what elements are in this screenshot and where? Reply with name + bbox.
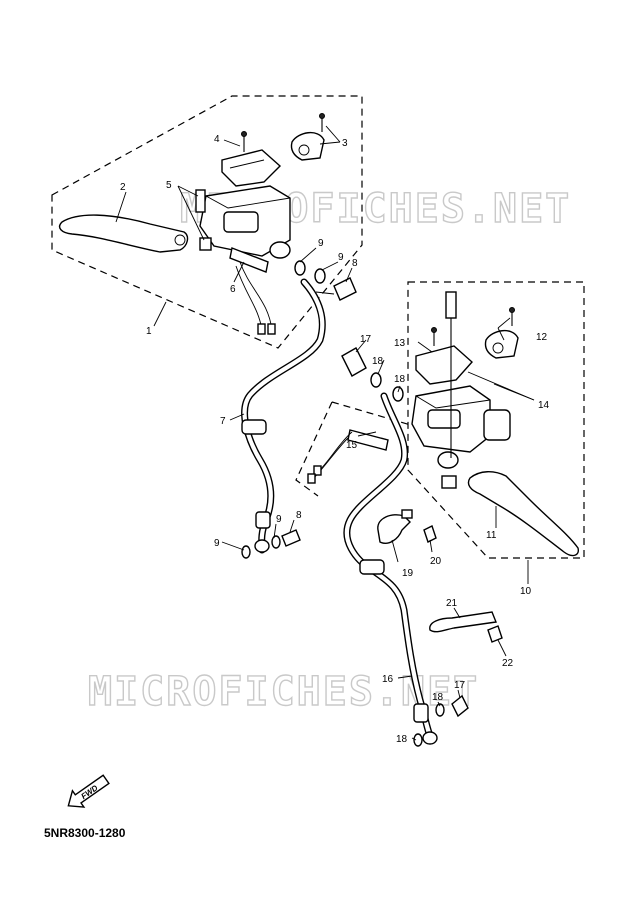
- callout-17a: 17: [360, 334, 372, 345]
- brake-lever-left: [58, 214, 189, 253]
- callout-15: 15: [346, 440, 358, 451]
- reservoir-cap-upper: [221, 149, 282, 187]
- callout-9c: 9: [214, 538, 220, 549]
- nut-5-lower: [199, 237, 212, 251]
- clamp-mount-right: [483, 409, 511, 441]
- callout-5: 5: [166, 180, 172, 191]
- fwd-arrow-icon: FWD: [67, 774, 110, 808]
- washer-9-lower-a: [241, 545, 251, 559]
- lever-pivot: [174, 234, 186, 246]
- callout-9d: 9: [276, 514, 282, 525]
- union-bolt-17-upper: [341, 347, 367, 377]
- callout-18b: 18: [394, 374, 406, 385]
- cap-screw-4: [241, 131, 247, 137]
- leader-lines: [115, 125, 535, 741]
- assembly-1-boundary: [51, 95, 363, 349]
- callout-6: 6: [230, 284, 236, 295]
- callout-18d: 18: [396, 734, 408, 745]
- callout-17b: 17: [454, 680, 466, 691]
- pivot-bolt-right: [445, 291, 457, 319]
- cylinder-outlet: [269, 241, 291, 259]
- union-bolt-17-lower: [451, 694, 469, 718]
- hose-7-banjo-lower: [254, 539, 270, 553]
- hose-16-banjo: [422, 731, 438, 745]
- callout-2: 2: [120, 182, 126, 193]
- callout-8b: 8: [296, 510, 302, 521]
- bolt-20: [423, 525, 437, 543]
- callout-20: 20: [430, 556, 442, 567]
- callout-12: 12: [536, 332, 548, 343]
- hose-guide-21: [429, 611, 497, 633]
- washer-18-lower-b: [435, 703, 445, 717]
- callout-9b: 9: [338, 252, 344, 263]
- washer-18-lower-a: [413, 733, 423, 747]
- diagram-code: 5NR8300-1280: [44, 826, 126, 840]
- washer-18-upper-b: [392, 386, 404, 402]
- pivot-nut-right: [441, 475, 457, 489]
- callout-14: 14: [538, 400, 550, 411]
- lever-pivot-boss: [437, 451, 459, 469]
- hose-16-grommet: [359, 559, 385, 575]
- callouts: 2 4 3 5 6 1 9 9 8 7 9 9 8 13 12 14 17 18…: [120, 134, 550, 745]
- washer-9-lower-b: [271, 535, 281, 549]
- reservoir-window-right: [427, 409, 461, 429]
- callout-10: 10: [520, 586, 532, 597]
- callout-1: 1: [146, 326, 152, 337]
- union-bolt-8-upper: [333, 277, 357, 301]
- brake-hose-7: [241, 278, 326, 554]
- cap-screw-13: [431, 327, 437, 333]
- callout-3: 3: [342, 138, 348, 149]
- bolt-22: [487, 625, 503, 643]
- callout-11: 11: [486, 530, 497, 541]
- switch-15-boundary: [295, 401, 415, 497]
- union-bolt-8-lower: [281, 529, 301, 547]
- clamp-bolt-3: [319, 113, 325, 119]
- hose-16-ferrule: [413, 703, 429, 723]
- washer-9-upper-b: [314, 268, 326, 284]
- callout-16: 16: [382, 674, 394, 685]
- callout-9a: 9: [318, 238, 324, 249]
- clamp-bolt-12: [509, 307, 515, 313]
- brake-lever-right: [467, 471, 579, 557]
- callout-22: 22: [502, 658, 514, 669]
- callout-8a: 8: [352, 258, 358, 269]
- washer-9-upper-a: [294, 260, 306, 276]
- hose-clamp-19: [377, 514, 411, 544]
- brake-light-switch-upper: [229, 247, 269, 273]
- reservoir-cap-right: [415, 345, 473, 385]
- bolt-5-upper: [195, 189, 206, 213]
- callout-18a: 18: [372, 356, 384, 367]
- callout-4: 4: [214, 134, 220, 145]
- reservoir-window: [223, 211, 259, 233]
- hose-7-ferrule: [255, 511, 271, 529]
- callout-13: 13: [394, 338, 406, 349]
- callout-7: 7: [220, 416, 226, 427]
- callout-21: 21: [446, 598, 458, 609]
- hose-7-grommet: [241, 419, 267, 435]
- washer-18-upper-a: [370, 372, 382, 388]
- brake-light-switch-right: [347, 429, 389, 451]
- callout-18c: 18: [432, 692, 444, 703]
- assembly-10-boundary: [407, 281, 585, 559]
- callout-19: 19: [402, 568, 414, 579]
